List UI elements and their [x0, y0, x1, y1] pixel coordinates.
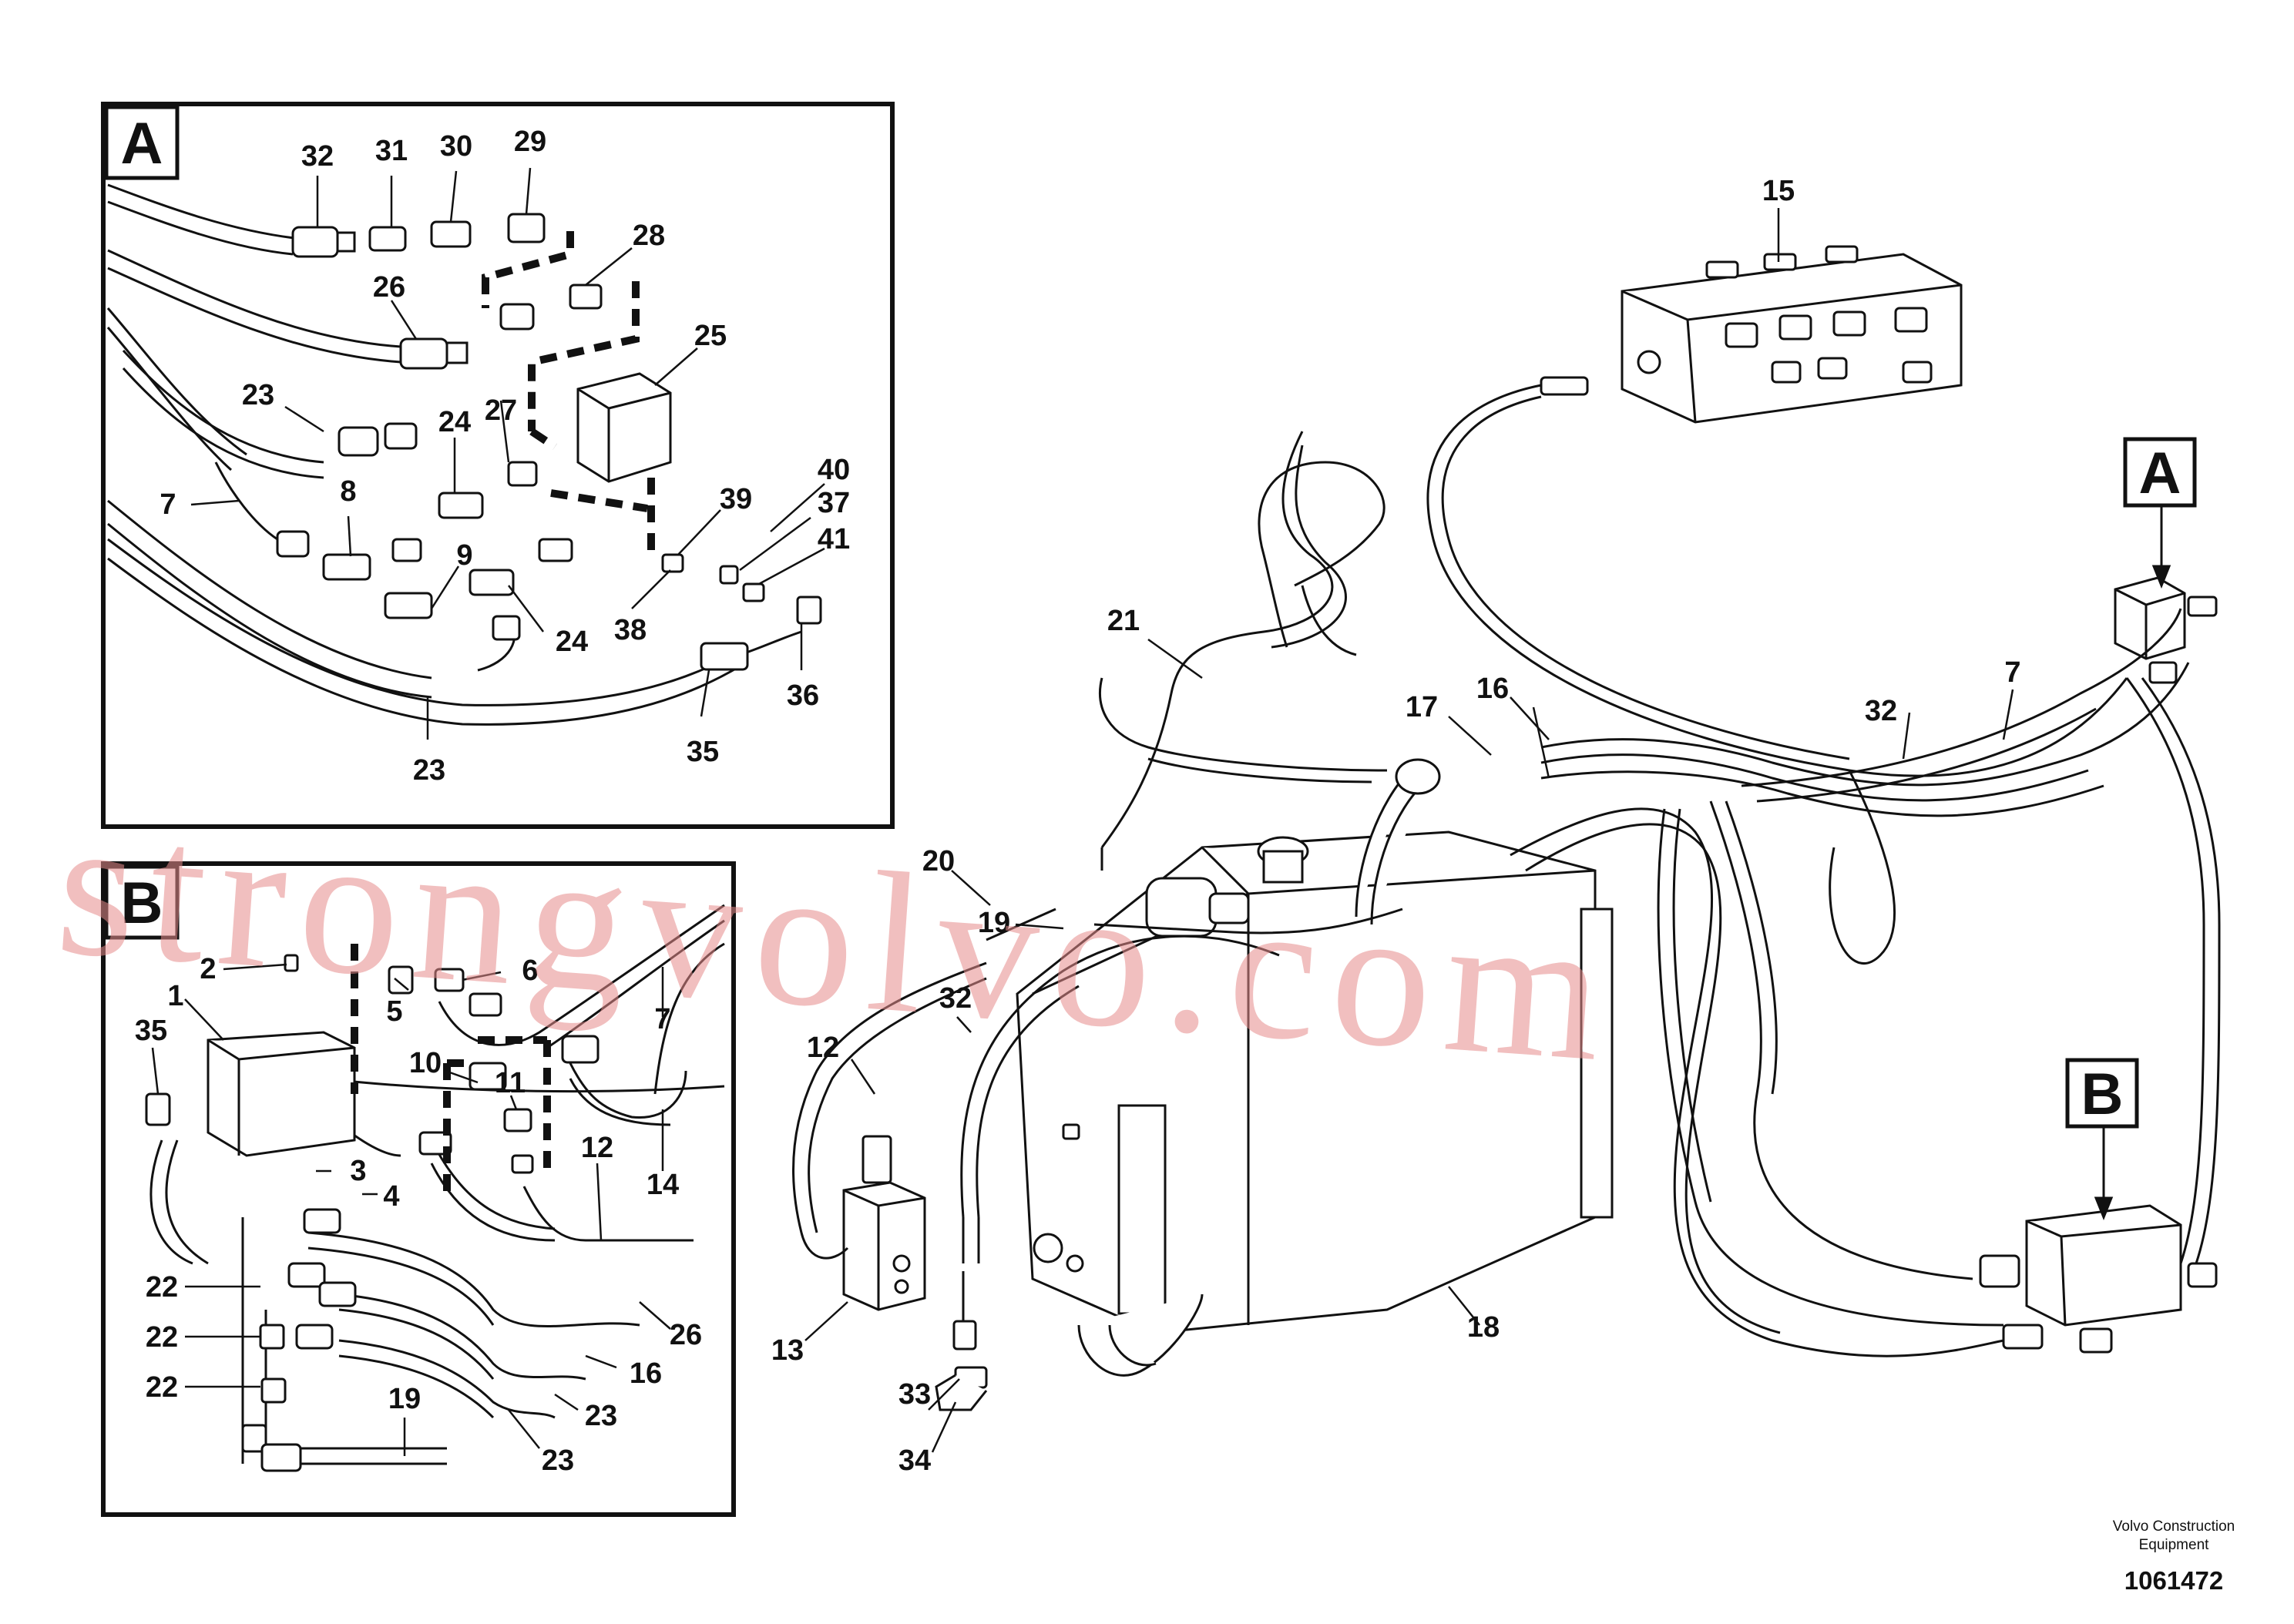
inset-a-hoses: [106, 183, 802, 726]
label-main-0: 15: [1762, 175, 1795, 207]
label-main-2: 16: [1476, 673, 1509, 705]
valve-at-a: [2114, 576, 2218, 684]
inset-b-letter: B: [121, 871, 163, 936]
label-main-3: 17: [1406, 691, 1438, 723]
inset-b-leaders: [151, 963, 671, 1456]
main-assembly: A B 15 21 16 17 32 7 20 19 32 12 13 33 3…: [771, 175, 2221, 1477]
label-b-16: 26: [670, 1319, 702, 1351]
inset-a-labels: 32 31 30 29 28 26 25 23 24 27 7 8 9 40 3…: [160, 126, 850, 787]
label-main-5: 7: [2004, 656, 2020, 689]
label-a-5: 26: [373, 271, 405, 304]
label-a-8: 24: [438, 406, 471, 438]
valve-block-13: [842, 1135, 926, 1311]
inset-a-leaders: [190, 167, 825, 740]
fittings-33-34: [935, 1320, 988, 1411]
label-main-4: 32: [1865, 695, 1897, 727]
label-a-2: 30: [440, 130, 472, 163]
inset-b-letter-box: [104, 864, 180, 940]
label-b-15: 19: [388, 1383, 421, 1415]
main-hoses: [792, 384, 2221, 1357]
main-a-letter: A: [2139, 441, 2181, 506]
main-labels: 15 21 16 17 32 7 20 19 32 12 13 33 34 18: [771, 175, 2021, 1477]
valve-at-b: [1979, 1204, 2218, 1354]
label-main-6: 20: [922, 845, 955, 877]
label-a-9: 27: [485, 394, 517, 427]
inset-a-dash-lines: [482, 231, 655, 555]
inset-a: A: [101, 102, 895, 829]
inset-b-frame: [101, 861, 736, 1517]
inset-a-frame: [101, 102, 895, 829]
label-b-11: 14: [647, 1169, 679, 1201]
main-b-letter-box: [2065, 1058, 2139, 1129]
label-a-4: 28: [633, 220, 665, 252]
label-a-12: 9: [456, 539, 472, 572]
label-a-3: 29: [514, 126, 546, 158]
footer: Volvo Construction Equipment 1061472: [2113, 1518, 2235, 1595]
label-a-6: 25: [694, 320, 727, 352]
hose-21: [1258, 461, 1385, 648]
label-main-13: 18: [1467, 1311, 1500, 1344]
label-b-7: 11: [495, 1067, 526, 1099]
label-a-1: 31: [375, 135, 408, 167]
main-arrows: [2094, 505, 2171, 1221]
footer-company-line2: Equipment: [2139, 1537, 2210, 1553]
footer-company-line1: Volvo Construction: [2113, 1518, 2235, 1535]
label-b-17: 16: [630, 1357, 662, 1390]
label-b-0: 2: [200, 953, 216, 985]
label-main-7: 19: [978, 907, 1010, 939]
label-b-14: 22: [146, 1371, 178, 1404]
label-main-11: 33: [898, 1378, 931, 1411]
label-b-19: 23: [542, 1444, 574, 1477]
label-b-8: 3: [350, 1155, 366, 1187]
label-a-18: 38: [614, 614, 647, 646]
label-a-15: 37: [818, 487, 850, 519]
label-a-17: 24: [556, 626, 588, 658]
inset-b-fittings: [145, 954, 600, 1472]
label-b-3: 5: [386, 995, 402, 1028]
label-b-2: 35: [135, 1015, 167, 1047]
label-b-4: 6: [522, 955, 538, 987]
label-b-9: 4: [383, 1180, 399, 1213]
label-b-18: 23: [585, 1400, 617, 1432]
label-main-8: 32: [939, 982, 972, 1015]
label-a-16: 41: [818, 523, 850, 555]
footer-drawing-number: 1061472: [2124, 1566, 2223, 1595]
tank-filler: [1145, 758, 1441, 938]
label-main-1: 21: [1107, 605, 1140, 637]
label-a-10: 7: [160, 488, 176, 521]
label-b-12: 22: [146, 1271, 178, 1304]
label-a-19: 36: [787, 679, 819, 712]
label-a-14: 39: [720, 483, 752, 515]
label-b-13: 22: [146, 1321, 178, 1354]
label-a-21: 23: [413, 754, 445, 787]
hydraulic-tank: [1016, 830, 1614, 1377]
inset-b: B: [101, 861, 736, 1517]
inset-b-dash-lines: [351, 944, 551, 1202]
label-main-9: 12: [807, 1032, 839, 1064]
inset-b-labels: 2 1 35 5 6 7 10 11 3 4 12 14 22 22 22 19…: [135, 953, 702, 1477]
inset-a-letter-box: [104, 105, 180, 180]
label-a-0: 32: [301, 140, 334, 173]
label-a-20: 35: [687, 736, 719, 768]
label-main-10: 13: [771, 1334, 804, 1367]
label-b-6: 10: [409, 1047, 442, 1079]
label-a-11: 8: [340, 475, 356, 508]
label-a-13: 40: [818, 454, 850, 486]
inset-a-letter: A: [121, 111, 163, 176]
label-b-10: 12: [581, 1132, 613, 1164]
label-main-12: 34: [898, 1444, 931, 1477]
label-a-7: 23: [242, 379, 274, 411]
label-b-1: 1: [167, 980, 183, 1012]
inset-a-fittings: [276, 213, 822, 671]
label-b-5: 7: [654, 1003, 670, 1035]
main-b-letter: B: [2081, 1062, 2124, 1127]
control-valve: [1540, 245, 1963, 424]
main-leaders: [804, 208, 2014, 1453]
main-a-letter-box: [2123, 437, 2197, 508]
